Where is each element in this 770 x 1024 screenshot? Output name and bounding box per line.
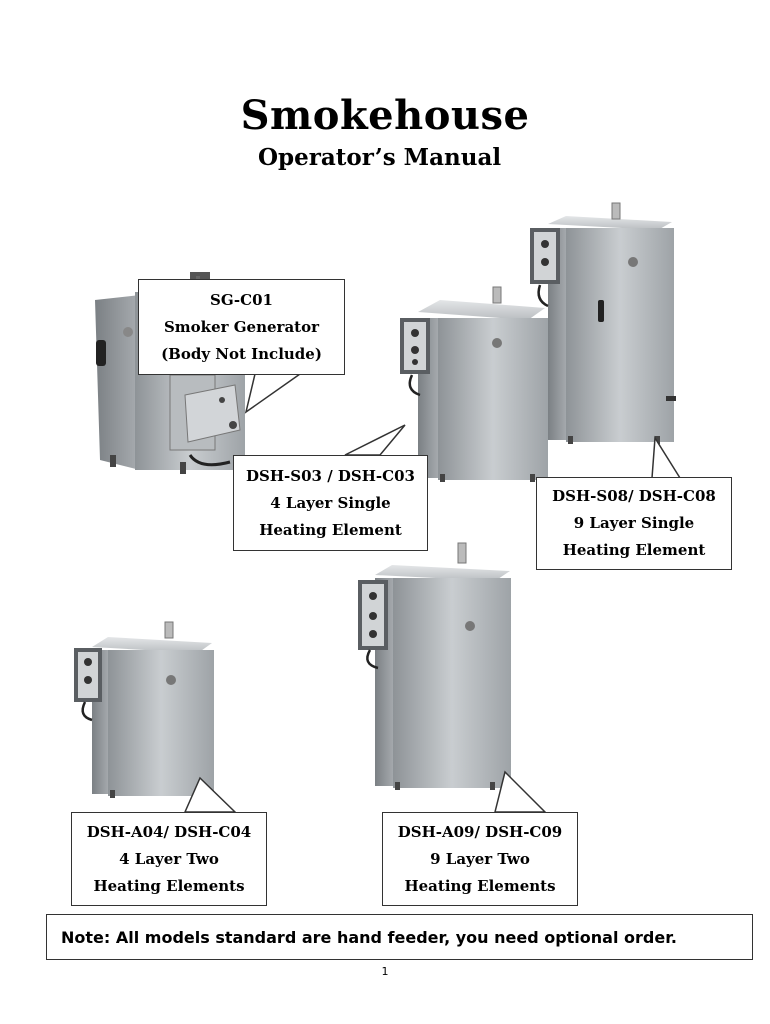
callout-model: DSH-S08/ DSH-C08 xyxy=(552,487,716,505)
callout-desc: 9 Layer Single xyxy=(573,514,695,532)
note-text: Note: All models standard are hand feede… xyxy=(61,927,677,947)
callout-dsh-a04: DSH-A04/ DSH-C04 4 Layer Two Heating Ele… xyxy=(71,812,267,906)
callout-desc: Heating Elements xyxy=(93,876,245,895)
callout-pointers xyxy=(183,373,682,813)
callout-desc: Smoker Generator xyxy=(163,317,320,336)
document-title: Smokehouse xyxy=(240,92,530,139)
callout-model: DSH-A09/ DSH-C09 xyxy=(397,822,563,841)
callout-sg-c01: SG-C01 Smoker Generator (Body Not Includ… xyxy=(138,279,345,375)
page-number: 1 xyxy=(381,965,389,978)
callout-desc: Heating Element xyxy=(259,520,402,539)
dsh-a04-image xyxy=(74,621,214,798)
callout-dsh-s08: DSH-S08/ DSH-C08 9 Layer Single Heating … xyxy=(536,477,732,570)
callout-model: SG-C01 xyxy=(210,290,273,309)
callout-desc: 9 Layer Two xyxy=(430,849,530,868)
callout-desc: 4 Layer Two xyxy=(119,849,219,868)
dsh-a09-image xyxy=(358,542,511,790)
dsh-s03-image xyxy=(400,286,548,482)
callout-model: DSH-S03 / DSH-C03 xyxy=(246,466,415,485)
callout-dsh-a09: DSH-A09/ DSH-C09 9 Layer Two Heating Ele… xyxy=(382,812,578,906)
note-box: Note: All models standard are hand feede… xyxy=(46,914,753,960)
smoker-generator-image xyxy=(95,272,245,474)
document-subtitle: Operator’s Manual xyxy=(258,144,502,171)
callout-desc: (Body Not Include) xyxy=(161,344,322,363)
callout-dsh-s03: DSH-S03 / DSH-C03 4 Layer Single Heating… xyxy=(233,455,428,551)
callout-model: DSH-A04/ DSH-C04 xyxy=(86,822,252,841)
callout-desc: Heating Elements xyxy=(404,876,556,895)
dsh-s08-image xyxy=(530,202,676,444)
callout-desc: Heating Element xyxy=(562,541,706,559)
callout-desc: 4 Layer Single xyxy=(270,493,391,512)
